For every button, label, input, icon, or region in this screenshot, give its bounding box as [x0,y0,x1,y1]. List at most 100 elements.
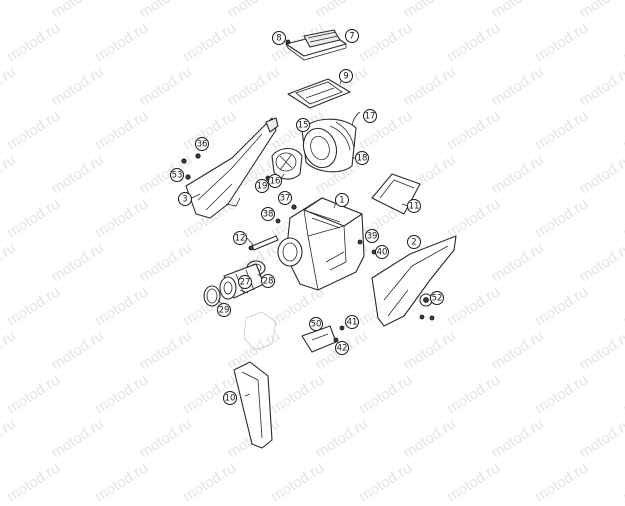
callout-circle [430,291,444,305]
callout-number: 27 [240,278,251,288]
part-hose-clamp [203,285,221,307]
callout-number: 19 [257,182,268,192]
callout-8: 8 [272,31,286,45]
part-screw-37c [357,239,363,245]
callout-circle [170,168,184,182]
callout-number: 42 [337,344,348,354]
callout-circle [261,274,275,288]
part-screw-53 [181,158,187,164]
callout-17: 17 [363,109,377,123]
callout-number: 12 [235,234,246,244]
callout-circle [345,29,359,43]
callout-41: 41 [345,315,359,329]
callout-number: 28 [263,277,274,287]
callout-18: 18 [355,151,369,165]
callout-40: 40 [375,245,389,259]
callout-number: 17 [365,112,376,122]
part-airbox [277,197,365,291]
callout-number: 3 [182,195,187,205]
callout-circle [355,151,369,165]
callout-number: 15 [298,121,309,131]
callout-circle [272,31,286,45]
callout-27: 27 [238,275,252,289]
callout-number: 11 [409,202,420,212]
callout-number: 41 [347,318,358,328]
callout-42: 42 [335,341,349,355]
callout-circle [223,391,237,405]
callout-37: 37 [278,191,292,205]
part-gasket-frame [287,78,351,109]
callout-number: 1 [339,196,344,206]
part-screw-37a [291,204,297,210]
callout-circle [375,245,389,259]
callout-circle [296,118,310,132]
callout-12: 12 [233,231,247,245]
callout-circle [365,229,379,243]
callout-10: 10 [223,391,237,405]
callout-1: 1 [335,193,349,207]
callout-circle [309,317,323,331]
callout-number: 36 [197,140,208,150]
callout-circle [407,235,421,249]
callout-circle [238,275,252,289]
callout-circle [335,341,349,355]
callout-number: 2 [411,238,416,248]
part-washer-50 [185,174,191,180]
part-airbox-lid [285,29,347,61]
parts-drawing: 1237891011121516171819272829363738394041… [170,29,457,449]
callout-number: 50 [311,320,322,330]
callout-number: 8 [276,34,281,44]
part-washer-50b [419,314,425,320]
part-bolt [248,235,279,251]
callout-circle [345,315,359,329]
part-air-filter [301,118,357,173]
callout-28: 28 [261,274,275,288]
callout-number: 52 [432,294,443,304]
callout-circle [407,199,421,213]
callout-circle [335,193,349,207]
callout-number: 53 [172,171,183,181]
callout-circle [255,179,269,193]
part-screw-40 [333,337,339,343]
part-screw-37b [275,218,281,224]
callout-number: 10 [225,394,236,404]
part-mud-flap [233,361,273,449]
callout-circle [217,303,231,317]
callout-7: 7 [345,29,359,43]
callout-52: 52 [430,291,444,305]
callout-15: 15 [296,118,310,132]
callout-29: 29 [217,303,231,317]
callout-11: 11 [407,199,421,213]
callout-number: 18 [357,154,368,164]
callout-circle [278,191,292,205]
callout-circle [261,207,275,221]
part-screw-52 [429,315,435,321]
part-grommet [419,293,433,307]
callout-circle [178,192,192,206]
callout-number: 38 [263,210,274,220]
callout-circle [363,109,377,123]
callout-circle [195,137,209,151]
callout-number: 7 [349,32,354,42]
part-ghost-outline [243,311,277,351]
part-screw-39 [339,325,345,331]
callout-number: 29 [219,306,230,316]
callout-number: 37 [280,194,291,204]
part-screw-36 [195,153,201,159]
callout-number: 40 [377,248,388,258]
callout-number: 9 [343,72,348,82]
callout-circle [233,231,247,245]
callout-circle [268,174,282,188]
callout-2: 2 [407,235,421,249]
callout-38: 38 [261,207,275,221]
callout-3: 3 [178,192,192,206]
callout-number: 39 [367,232,378,242]
callout-50: 50 [309,317,323,331]
callout-39: 39 [365,229,379,243]
callout-19: 19 [255,179,269,193]
callout-number: 16 [270,177,281,187]
callout-36: 36 [195,137,209,151]
callout-16: 16 [268,174,282,188]
